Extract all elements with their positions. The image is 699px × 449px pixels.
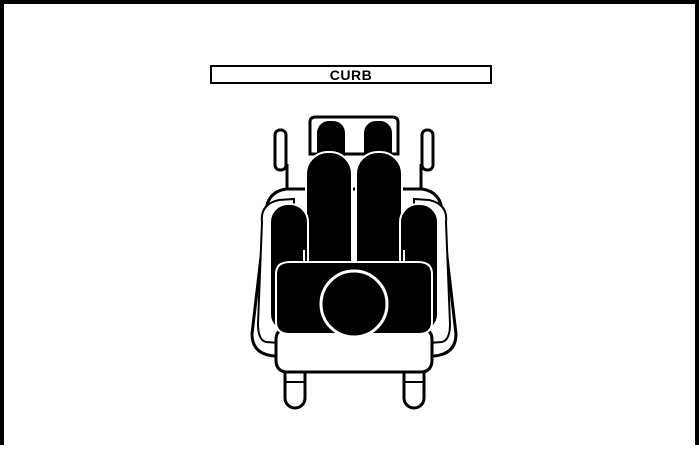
wheelchair-user-top-view-icon xyxy=(4,4,699,449)
head xyxy=(321,271,387,337)
